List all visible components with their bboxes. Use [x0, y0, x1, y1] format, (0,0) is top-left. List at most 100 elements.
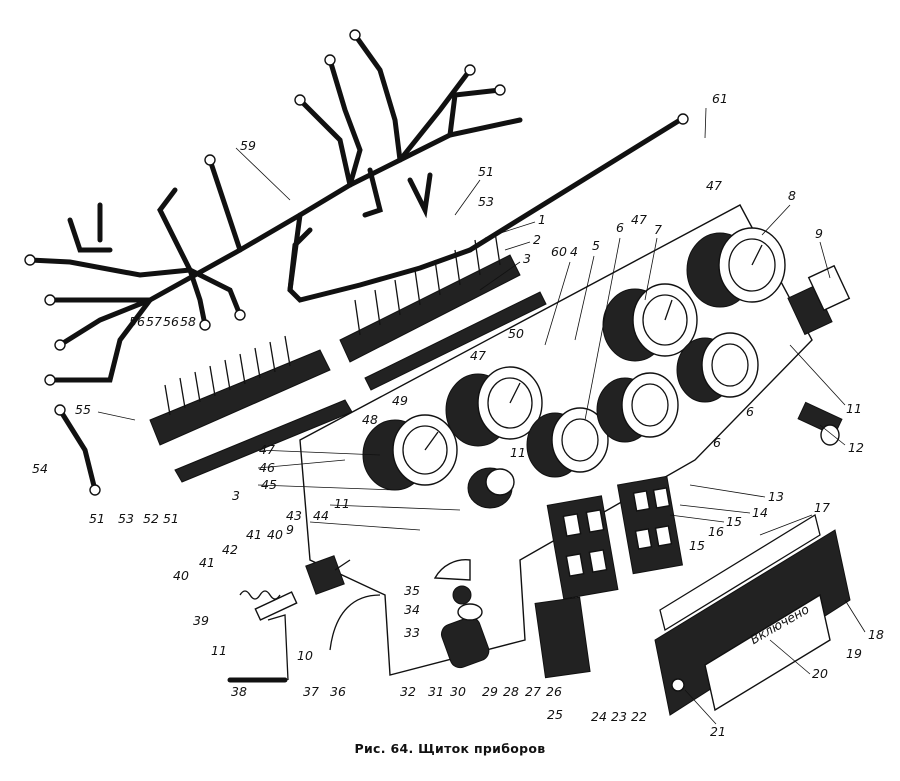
lamp-socket-30 — [440, 603, 490, 669]
part-label-17: 17 — [814, 500, 830, 515]
part-label-8: 8 — [788, 188, 796, 203]
part-label-50: 50 — [508, 326, 524, 341]
part-label-7: 7 — [654, 222, 662, 237]
part-label-51b: 51 — [89, 511, 105, 526]
part-label-55: 55 — [75, 402, 91, 417]
part-label-56b: 56 — [163, 314, 179, 329]
part-label-25: 25 — [547, 707, 563, 722]
gauge-6-lower — [596, 372, 679, 443]
part-label-57: 57 — [146, 314, 162, 329]
part-label-15b: 15 — [689, 538, 705, 553]
wiring-harness — [24, 29, 689, 496]
part-label-47: 47 — [259, 442, 275, 457]
part-label-11c: 11 — [211, 643, 227, 658]
part-label-41: 41 — [199, 555, 215, 570]
part-label-26: 26 — [546, 684, 562, 699]
part-label-35: 35 — [404, 583, 420, 598]
part-label-23: 23 — [611, 709, 627, 724]
part-label-49: 49 — [392, 393, 408, 408]
part-label-54: 54 — [32, 461, 48, 476]
cable-37 — [329, 594, 381, 651]
part-label-11: 11 — [846, 401, 862, 416]
gauge-7 — [602, 283, 698, 362]
glass-20 — [659, 513, 821, 632]
part-label-13: 13 — [768, 489, 784, 504]
switch-9-left — [305, 555, 351, 595]
part-label-19: 19 — [846, 646, 862, 661]
part-label-11b: 11 — [334, 496, 350, 511]
part-label-21: 21 — [710, 724, 726, 739]
part-label-20: 20 — [812, 666, 828, 681]
part-label-47c: 47 — [631, 212, 647, 227]
switch-9 — [787, 264, 851, 336]
part-label-9: 9 — [815, 226, 823, 241]
part-label-15: 15 — [726, 514, 742, 529]
terminal-strip-right — [339, 231, 547, 391]
spring-42 — [239, 590, 298, 621]
part-label-5: 5 — [592, 238, 600, 253]
light-switch-12 — [797, 401, 843, 446]
part-label-39: 39 — [193, 613, 209, 628]
gauge-6-right — [676, 332, 759, 403]
part-label-52: 52 — [143, 511, 159, 526]
part-label-14: 14 — [752, 505, 768, 520]
part-label-53: 53 — [478, 194, 494, 209]
gauge-50 — [445, 366, 543, 447]
part-label-37: 37 — [303, 684, 319, 699]
part-label-34: 34 — [404, 602, 420, 617]
part-label-51: 51 — [478, 164, 494, 179]
part-label-48: 48 — [362, 412, 378, 427]
part-label-36: 36 — [330, 684, 346, 699]
part-label-28: 28 — [503, 684, 519, 699]
part-label-56: 56 — [129, 314, 145, 329]
part-label-43: 43 — [286, 508, 302, 523]
part-label-12: 12 — [848, 440, 864, 455]
part-label-38: 38 — [231, 684, 247, 699]
bimetal-fuse-25 — [534, 596, 591, 679]
part-label-40b: 40 — [267, 527, 283, 542]
part-label-51c: 51 — [163, 511, 179, 526]
fuse-block-right — [616, 475, 684, 575]
part-labels: 1 2 3 3 4 5 6 6 6 7 8 9 9 10 11 11 11 11… — [32, 91, 884, 739]
part-label-22: 22 — [631, 709, 647, 724]
part-label-60: 60 — [551, 244, 567, 259]
part-label-2: 2 — [533, 232, 541, 247]
part-label-61: 61 — [712, 91, 728, 106]
part-label-58: 58 — [180, 314, 196, 329]
part-label-18: 18 — [868, 627, 884, 642]
part-label-27: 27 — [525, 684, 541, 699]
cover-plate-18: Включено — [654, 529, 851, 716]
gauge-small-center — [526, 407, 609, 478]
part-label-29: 29 — [482, 684, 498, 699]
part-label-9b: 9 — [286, 522, 294, 537]
part-label-30: 30 — [450, 684, 466, 699]
part-label-11d: 11 — [510, 445, 526, 460]
gauge-48 — [362, 414, 458, 491]
part-label-6b: 6 — [713, 435, 721, 450]
part-label-45: 45 — [261, 477, 277, 492]
part-label-59: 59 — [240, 138, 256, 153]
part-label-42: 42 — [222, 542, 238, 557]
part-label-1: 1 — [538, 212, 546, 227]
part-label-33: 33 — [404, 625, 420, 640]
part-label-40: 40 — [173, 568, 189, 583]
part-label-32: 32 — [400, 684, 416, 699]
part-label-3b: 3 — [232, 488, 240, 503]
part-label-6c: 6 — [746, 404, 754, 419]
terminal-strip-left — [149, 335, 353, 483]
figure-caption: Рис. 64. Щиток приборов — [354, 741, 546, 756]
part-label-53b: 53 — [118, 511, 134, 526]
bracket-38 — [227, 614, 289, 683]
part-label-16: 16 — [708, 524, 724, 539]
part-label-6a: 6 — [616, 220, 624, 235]
part-label-47b: 47 — [470, 348, 486, 363]
gauge-8 — [686, 227, 786, 308]
part-label-31: 31 — [428, 684, 444, 699]
part-label-44: 44 — [313, 508, 329, 523]
part-label-41b: 41 — [246, 527, 262, 542]
part-label-24: 24 — [591, 709, 607, 724]
leader-lines — [97, 107, 866, 725]
part-label-47d: 47 — [706, 178, 722, 193]
part-label-3: 3 — [523, 251, 531, 266]
